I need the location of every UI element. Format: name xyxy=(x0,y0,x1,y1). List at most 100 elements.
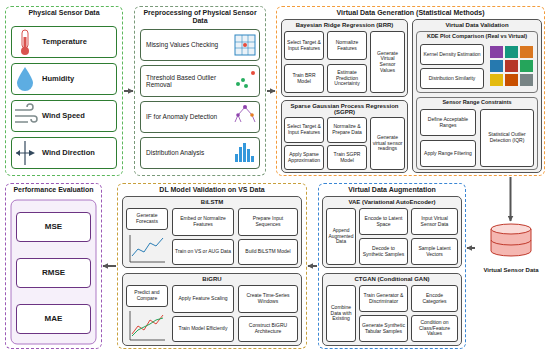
box-label: Distribution Similarity xyxy=(429,76,476,82)
check-panel: Sensor Range ConstraintsDefine Acceptabl… xyxy=(416,97,538,170)
step-box: Apply Range Filtering xyxy=(420,140,476,167)
preprocess-box: Threshold Based Outlier Removal xyxy=(140,65,260,97)
step-box: Encode Categories xyxy=(411,285,458,312)
box-label: Threshold Based Outlier Removal xyxy=(146,74,229,89)
cylinder-top xyxy=(491,224,531,234)
tree-icon xyxy=(243,105,247,109)
step-box: Combine Data with Existing xyxy=(326,285,356,342)
inner-box xyxy=(11,200,96,344)
flow-arrow xyxy=(308,265,317,267)
box-label: Prepare Input Sequences xyxy=(241,216,296,228)
box-label: Distribution Analysis xyxy=(146,149,204,156)
preprocess-box: Missing Values Checking xyxy=(140,29,260,61)
panel-title: BiLSTM xyxy=(123,197,301,205)
box-label: Select Target & Input Features xyxy=(287,124,322,136)
scatter-icon xyxy=(241,78,245,82)
sensor-box: Humidity xyxy=(11,63,117,95)
sensor-box: Wind Speed xyxy=(11,100,117,132)
flow-arrow xyxy=(510,177,512,221)
box-label: RMSE xyxy=(42,268,65,277)
step-box: Encode to Latent Space xyxy=(359,208,408,235)
step-box: Generate Synthetic Tabular Samples xyxy=(359,315,408,342)
box-label: Build BiLSTM Model xyxy=(245,249,290,255)
box-label: Append Augmented Data xyxy=(329,228,354,245)
step-box: Normalize Features xyxy=(327,31,367,60)
panel-title: Virtual Data Augmentation xyxy=(319,184,465,194)
flow-arrow xyxy=(103,265,116,267)
box-label: MSE xyxy=(45,222,62,231)
box-label: Apply Sparse Approximation xyxy=(287,152,322,164)
sensor-box: Temperature xyxy=(11,26,117,58)
step-box: Kernel Density Estimation xyxy=(420,44,484,65)
stage-panel: DL Model Validation on VS DataBiLSTM Gene… xyxy=(117,183,307,349)
preprocess-box: IF for Anomaly Detection xyxy=(140,101,260,133)
panel-title: KDE Plot Comparison (Real vs Virtual) xyxy=(417,32,537,39)
scatter-icon xyxy=(244,84,248,88)
sensor-box: Wind Direction xyxy=(11,137,117,169)
panel-title: Physical Sensor Data xyxy=(6,7,122,17)
step-box: Estimate Prediction Uncertainty xyxy=(327,64,367,93)
method-panel: Sparse Gaussian Process Regression (SGPR… xyxy=(281,100,408,173)
step-box: Normalize & Prepare Data xyxy=(327,117,367,143)
box-label: Condition on Class/Feature Values xyxy=(414,320,456,337)
panel-title: CTGAN (Conditional GAN) xyxy=(323,274,461,282)
stage-panel: Virtual Data Generation (Statistical Met… xyxy=(276,6,545,176)
step-box: Embed or Normalize Features xyxy=(172,208,234,236)
box-label: Generate virtual sensor readings xyxy=(373,135,403,152)
method-panel: BiLSTM Generate ForecastsEmbed or Normali… xyxy=(122,196,302,268)
box-label: Normalize Features xyxy=(330,40,365,52)
box-label: MAE xyxy=(45,314,63,323)
check-panel: KDE Plot Comparison (Real vs Virtual) Ker… xyxy=(416,31,538,93)
step-box: Build BiLSTM Model xyxy=(238,239,298,265)
step-box: Train on VS or AUG Data xyxy=(172,239,234,265)
step-box: Condition on Class/Feature Values xyxy=(411,315,458,342)
panel-title: Virtual Data Validation xyxy=(413,20,541,28)
database-cylinder: Virtual Sensor Data xyxy=(476,222,546,274)
step-box: Input Virtual Sensor Data xyxy=(411,208,458,235)
panel-title: Virtual Data Generation (Statistical Met… xyxy=(277,7,544,17)
box-label: Apply Feature Scaling xyxy=(179,296,228,302)
box-label: Decode to Synthetic Samples xyxy=(362,246,406,258)
flow-arrow xyxy=(124,90,133,92)
box-label: Train Generator & Discriminator xyxy=(362,293,406,305)
box-label: Generate Virtual Sensor Values xyxy=(373,51,403,74)
box-label: Train on VS or AUG Data xyxy=(175,249,231,255)
box-label: Kernel Density Estimation xyxy=(423,52,480,58)
panel-title: Sensor Range Constraints xyxy=(417,98,537,105)
panel-title: Sparse Gaussian Process Regression (SGPR… xyxy=(282,101,407,116)
box-label: Train SGPR Model xyxy=(330,152,365,164)
wind-icon xyxy=(15,104,37,122)
method-panel: VAE (Variational AutoEncoder) Append Augm… xyxy=(322,196,462,268)
panel-title: Bayesian Ridge Regression (BRR) xyxy=(282,20,407,28)
box-label: Normalize & Prepare Data xyxy=(330,124,365,136)
step-box: Distribution Similarity xyxy=(420,68,484,89)
table-icon xyxy=(235,35,255,55)
step-box: Append Augmented Data xyxy=(326,208,356,265)
metric-box: RMSE xyxy=(16,258,91,288)
box-label: Wind Speed xyxy=(42,112,85,121)
box-label: Wind Direction xyxy=(42,149,95,158)
step-box: Train BRR Model xyxy=(284,64,324,93)
panel-title: Preprocessing of Physical Sensor Data xyxy=(135,7,265,25)
panel-title: DL Model Validation on VS Data xyxy=(118,184,306,194)
step-box: Construct BiGRU Architecture xyxy=(238,316,298,342)
panel-title: VAE (Variational AutoEncoder) xyxy=(323,197,461,205)
step-box: Train Model Efficiently xyxy=(172,316,234,342)
histogram-icon xyxy=(247,149,250,162)
step-box: Predict and Compare xyxy=(126,285,168,307)
step-box: Generate Forecasts xyxy=(126,208,168,230)
box-label: Humidity xyxy=(42,75,74,84)
box-label: Construct BiGRU Architecture xyxy=(241,323,296,335)
box-label: Train BRR Model xyxy=(287,73,322,85)
scatter-icon xyxy=(251,71,255,75)
step-box: Select Target & Input Features xyxy=(284,31,324,60)
method-panel: Virtual Data ValidationKDE Plot Comparis… xyxy=(412,19,542,173)
box-label: Train Model Efficiently xyxy=(179,326,228,332)
box-label: Apply Range Filtering xyxy=(424,151,472,157)
box-label: Create Time-Series Windows xyxy=(241,293,296,305)
flow-arrow xyxy=(467,247,475,249)
step-box: Train SGPR Model xyxy=(327,145,367,170)
box-label: Statistical Outlier Detection (IQR) xyxy=(483,132,532,144)
step-box: Generate virtual sensor readings xyxy=(370,117,405,170)
